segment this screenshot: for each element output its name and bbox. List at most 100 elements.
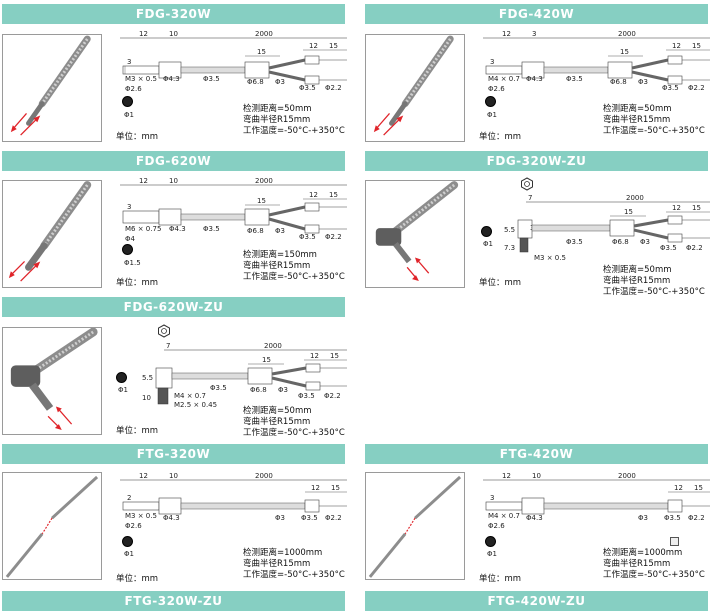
spec-line: 检测距离=1000mm [603, 548, 683, 558]
fiber-core-icon [485, 96, 496, 107]
fiber-core-icon [122, 536, 133, 547]
dim-label: 3 [532, 30, 536, 38]
dim-label: 15 [330, 352, 339, 360]
unit-label: 单位：mm [116, 132, 159, 142]
dim-label: Φ3.5 [566, 238, 583, 246]
dim-label: 2000 [255, 177, 273, 185]
dim-label: 12 [672, 204, 681, 212]
dim-label: 2000 [618, 472, 636, 480]
dim-label: Φ3.5 [298, 392, 315, 400]
dim-label: Φ3.5 [566, 75, 583, 83]
dim-label: Φ3 [640, 238, 650, 246]
dim-label: Φ3.5 [299, 84, 316, 92]
header-ftg-420w-zu: FTG-420W-ZU [365, 591, 708, 611]
dim-label: Φ2.6 [488, 522, 505, 530]
dim-label: Φ3 [275, 78, 285, 86]
spec-line: 检测距离=1000mm [243, 548, 323, 558]
dim-label: M3 × 0.5 [534, 254, 566, 262]
spec-block: 检测距离=50mm 弯曲半径R15mm 工作温度=-50°C-+350°C [603, 104, 705, 137]
dim-label: 15 [692, 42, 701, 50]
spec-line: 弯曲半径R15mm [243, 261, 311, 271]
product-photo-fdg-320w [2, 34, 102, 142]
spec-block: 检测距离=150mm 弯曲半径R15mm 工作温度=-50°C-+350°C [243, 250, 345, 283]
dim-label: 3 [490, 494, 494, 502]
dim-label: 15 [329, 42, 338, 50]
dim-label: 7 [528, 194, 532, 202]
dim-label: 12 [310, 352, 319, 360]
dim-label: 3 [127, 58, 131, 66]
straight-probe-image [373, 35, 454, 136]
drawing-fdg-420w: 12 3 2000 15 12 15 3 M4 × 0.7 Φ2.6 Φ4.3 … [483, 30, 710, 93]
spec-line: 工作温度=-50°C-+350°C [603, 126, 705, 136]
spec-line: 弯曲半径R15mm [603, 276, 671, 286]
core-diameter-label: Φ1 [124, 550, 134, 558]
dim-label: 15 [257, 197, 266, 205]
dim-label: 12 [139, 472, 148, 480]
fiber-core-icon [116, 372, 127, 383]
dim-label: Φ3.5 [203, 75, 220, 83]
dim-label: 2000 [264, 342, 282, 350]
dim-label: 7.3 [504, 244, 515, 252]
spec-block: 检测距离=50mm 弯曲半径R15mm 工作温度=-50°C-+350°C [603, 265, 705, 298]
thin-probe-image [368, 475, 462, 578]
dim-label: Φ2.6 [125, 85, 142, 93]
header-fdg-320w-zu: FDG-320W-ZU [365, 151, 708, 171]
dim-label: Φ3.5 [660, 244, 677, 252]
spec-line: 检测距离=150mm [243, 250, 317, 260]
dim-label: 10 [532, 472, 541, 480]
dim-label: Φ3.5 [299, 233, 316, 241]
dim-label: Φ3 [275, 514, 285, 522]
dim-label: Φ4.3 [526, 514, 543, 522]
right-angle-probe-image [375, 181, 459, 282]
spec-line: 弯曲半径R15mm [603, 115, 671, 125]
straight-probe-image [10, 35, 91, 136]
core-diameter-label: Φ1 [483, 240, 493, 248]
dim-label: Φ3 [638, 78, 648, 86]
dim-label: M3 × 0.5 [125, 512, 157, 520]
dim-label: 12 [139, 177, 148, 185]
header-fdg-620w: FDG-620W [2, 151, 345, 171]
header-ftg-320w: FTG-320W [2, 444, 345, 464]
dim-label: Φ4.3 [163, 75, 180, 83]
dim-label: 15 [331, 484, 340, 492]
product-photo-fdg-620w [2, 180, 102, 288]
dim-label: Φ3.5 [664, 514, 681, 522]
core-diameter-label: Φ1.5 [124, 259, 141, 267]
dim-label: M6 × 0.75 [125, 225, 161, 233]
product-photo-fdg-320w-zu [365, 180, 465, 288]
dim-label: 12 [672, 42, 681, 50]
dim-label: Φ4.3 [169, 225, 186, 233]
spec-line: 检测距离=50mm [243, 406, 312, 416]
fiber-core-icon [122, 244, 133, 255]
spec-line: 弯曲半径R15mm [243, 559, 311, 569]
dim-label: 10 [169, 30, 178, 38]
dim-label: Φ6.8 [250, 386, 267, 394]
dim-label: 2000 [626, 194, 644, 202]
spec-line: 弯曲半径R15mm [603, 559, 671, 569]
header-ftg-420w: FTG-420W [365, 444, 708, 464]
fiber-core-icon [485, 536, 496, 547]
spec-line: 工作温度=-50°C-+350°C [603, 287, 705, 297]
spec-block: 检测距离=1000mm 弯曲半径R15mm 工作温度=-50°C-+350°C [243, 548, 345, 581]
product-photo-ftg-320w [2, 472, 102, 580]
dim-label: 12 [502, 472, 511, 480]
dim-label: M3 × 0.5 [125, 75, 157, 83]
panel-title: FTG-320W-ZU [124, 594, 223, 608]
spec-block: 检测距离=50mm 弯曲半径R15mm 工作温度=-50°C-+350°C [243, 406, 345, 439]
dim-label: 12 [139, 30, 148, 38]
spec-line: 弯曲半径R15mm [243, 417, 311, 427]
dim-label: 12 [309, 191, 318, 199]
panel-title: FTG-420W [499, 447, 574, 461]
dim-label: 3 [490, 58, 494, 66]
dim-label: 3 [127, 203, 131, 211]
dim-label: Φ2.2 [325, 233, 342, 241]
dim-label: Φ4 [125, 235, 136, 243]
drawing-fdg-620w-zu: 7 2000 15 12 15 5.5 10 M4 × 0.7 M2.5 × 0… [142, 342, 347, 409]
dim-label: 15 [620, 48, 629, 56]
core-diameter-label: Φ1 [487, 550, 497, 558]
unit-label: 单位：mm [116, 278, 159, 288]
dim-label: Φ2.2 [325, 84, 342, 92]
dim-label: 15 [692, 204, 701, 212]
product-photo-ftg-420w [365, 472, 465, 580]
dim-label: 15 [262, 356, 271, 364]
